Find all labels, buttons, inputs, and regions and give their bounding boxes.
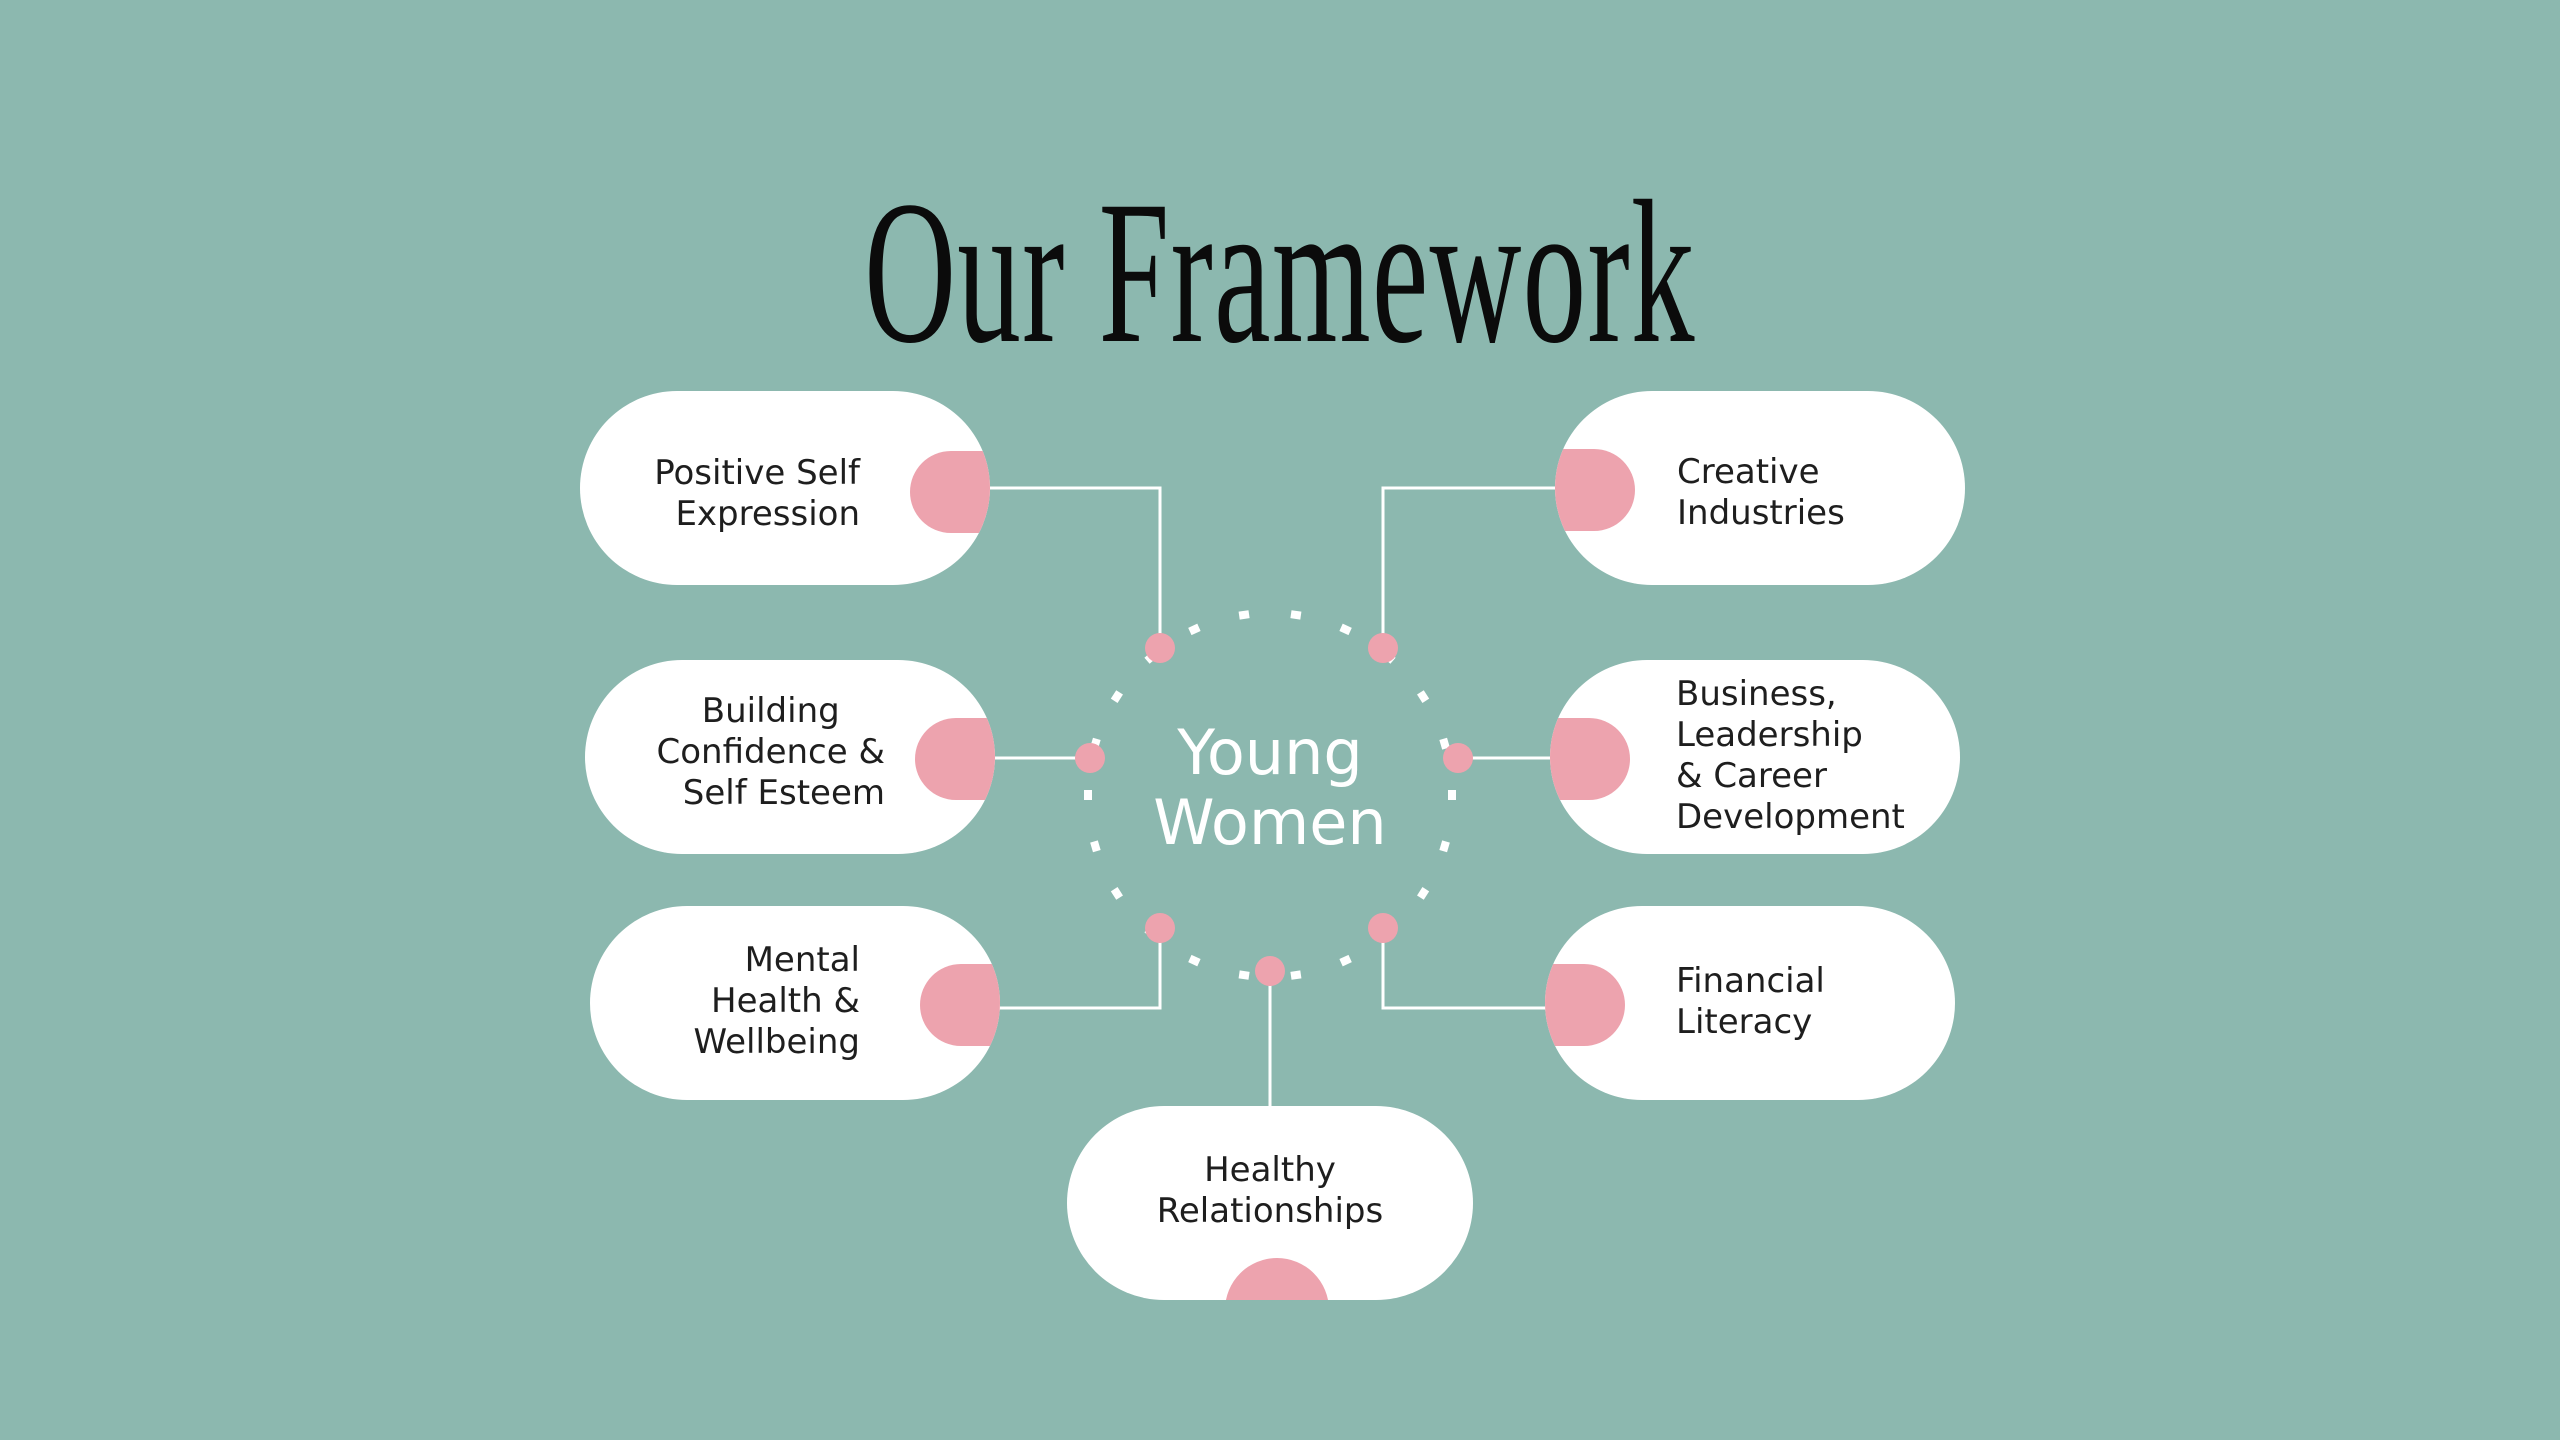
connector-dot-top-right	[1368, 633, 1398, 663]
connector-positive-self-expression	[985, 486, 1162, 648]
node-mental-health: Mental Health & Wellbeing	[590, 906, 1000, 1100]
pink-accent	[915, 718, 995, 800]
connector-dot-left	[1075, 743, 1105, 773]
node-creative-industries: Creative Industries	[1555, 391, 1965, 585]
ring-dash	[1188, 623, 1201, 636]
ring-dash	[1417, 887, 1430, 900]
ring-dash	[1084, 790, 1092, 800]
ring-dash	[1290, 610, 1302, 620]
ring-dash	[1439, 737, 1450, 750]
connector-dot-bottom	[1255, 956, 1285, 986]
ring-dash	[1110, 887, 1123, 900]
pink-accent	[1555, 449, 1635, 531]
pink-accent	[1545, 964, 1625, 1046]
node-healthy-relationships: Healthy Relationships	[1067, 1106, 1473, 1300]
node-business-leadership: Business, Leadership & Career Developmen…	[1550, 660, 1960, 854]
connector-creative-industries	[1381, 486, 1560, 648]
node-financial-literacy: Financial Literacy	[1545, 906, 1955, 1100]
pink-accent	[910, 451, 990, 533]
page-title: Our Framework	[864, 159, 1696, 386]
ring-dash	[1090, 840, 1101, 853]
pink-accent	[1225, 1258, 1329, 1300]
ring-dash	[1339, 623, 1352, 636]
ring-dash	[1238, 970, 1250, 980]
connector-dot-bottom-right	[1368, 913, 1398, 943]
ring-dash	[1110, 690, 1123, 703]
pink-accent	[920, 964, 1000, 1046]
node-building-confidence: Building Confidence & Self Esteem	[585, 660, 995, 854]
ring-dash	[1290, 970, 1302, 980]
connector-dot-bottom-left	[1145, 913, 1175, 943]
connector-mental-health	[995, 928, 1162, 1010]
connector-dot-top-left	[1145, 633, 1175, 663]
connector-financial-literacy	[1381, 928, 1550, 1010]
ring-dash	[1188, 954, 1201, 967]
ring-dash	[1439, 840, 1450, 853]
connector-dot-right	[1443, 743, 1473, 773]
center-label-young-women: Young Women	[1153, 716, 1387, 859]
node-positive-self-expression: Positive Self Expression	[580, 391, 990, 585]
ring-dash	[1448, 790, 1456, 800]
ring-dash	[1339, 954, 1352, 967]
pink-accent	[1550, 718, 1630, 800]
ring-dash	[1238, 610, 1250, 620]
ring-dash	[1417, 690, 1430, 703]
